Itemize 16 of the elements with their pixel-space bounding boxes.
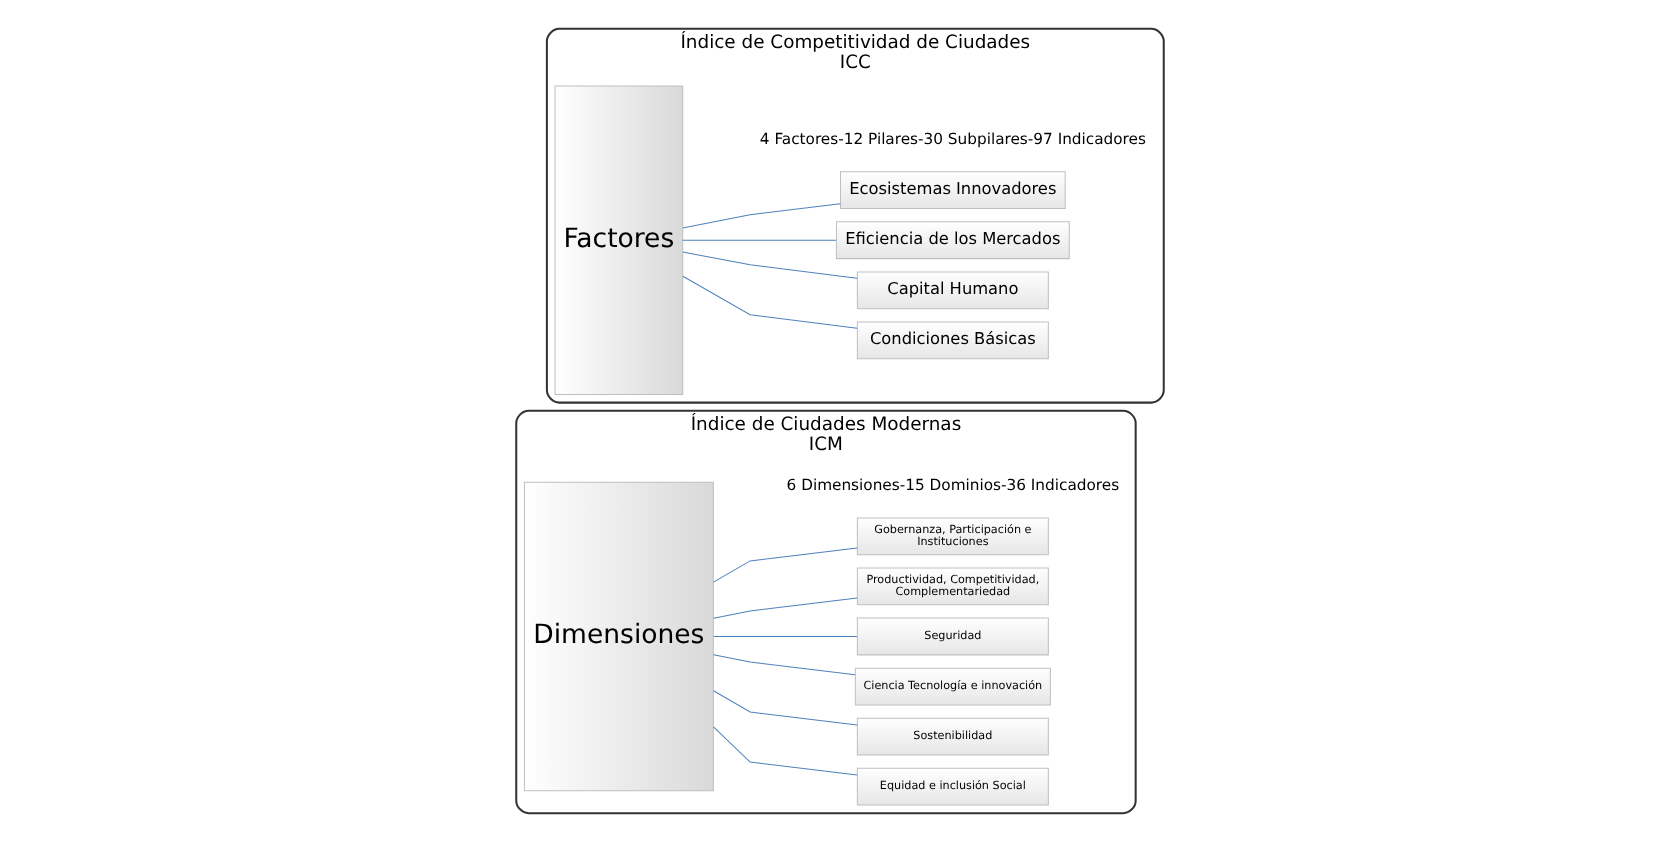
node-box: Capital Humano [856, 271, 1049, 310]
connector [713, 597, 858, 619]
node-box: Condiciones Básicas [856, 321, 1049, 360]
connector [682, 203, 841, 229]
connector [713, 726, 858, 776]
node-box: Ecosistemas Innovadores [840, 171, 1066, 210]
connector [682, 275, 858, 329]
connector [682, 239, 837, 241]
connector [713, 547, 858, 583]
node-box: Dimensiones [523, 481, 714, 792]
connector [713, 636, 858, 637]
connector [713, 654, 856, 676]
connector [682, 251, 858, 279]
node-box: Factores [554, 85, 684, 395]
node-box: Eficiencia de los Mercados [835, 221, 1070, 260]
connector [713, 690, 858, 726]
